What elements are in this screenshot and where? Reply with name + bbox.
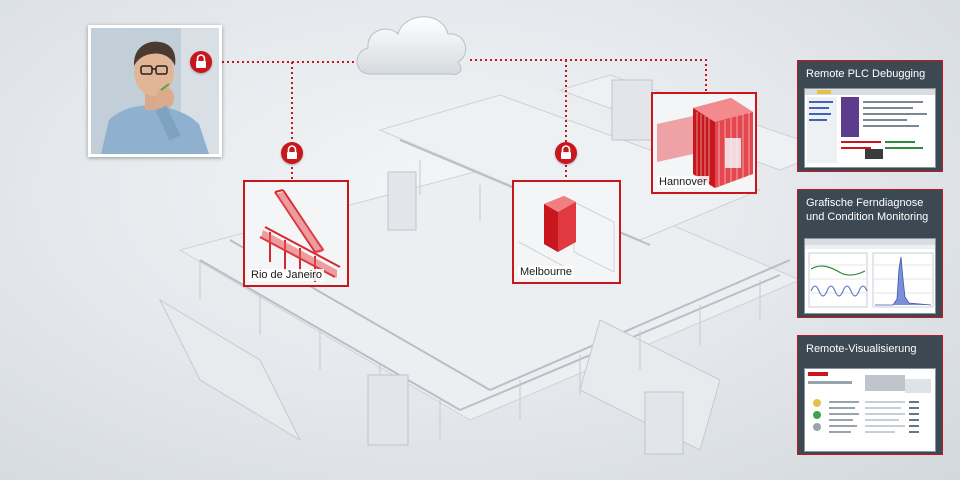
- lock-icon: [190, 51, 212, 73]
- location-label: Rio de Janeiro: [249, 269, 324, 281]
- machine-illustration: [514, 182, 619, 282]
- engineer-photo: [88, 25, 222, 157]
- condition-monitoring-screenshot: [804, 238, 936, 314]
- plc-debugger-screenshot: [804, 88, 936, 168]
- machine-illustration: [653, 94, 755, 192]
- visualization-screenshot: [804, 368, 936, 452]
- location-inset-rio-de-janeiro[interactable]: Rio de Janeiro: [243, 180, 349, 287]
- lock-icon: [281, 142, 303, 164]
- location-inset-hannover[interactable]: Hannover: [651, 92, 757, 194]
- location-label: Melbourne: [518, 266, 574, 278]
- location-label: Hannover: [657, 176, 709, 188]
- lock-icon: [555, 142, 577, 164]
- machine-illustration: [245, 182, 347, 285]
- panel-remote-plc-debugging[interactable]: Remote PLC Debugging: [797, 60, 943, 172]
- panel-graphic-remote-diagnosis[interactable]: Grafische Ferndiagnose und Condition Mon…: [797, 189, 943, 318]
- cloud-icon: [356, 16, 467, 75]
- panel-title: Grafische Ferndiagnose und Condition Mon…: [806, 197, 929, 223]
- panel-title: Remote-Visualisierung: [806, 343, 917, 355]
- panel-remote-visualization[interactable]: Remote-Visualisierung: [797, 335, 943, 455]
- location-inset-melbourne[interactable]: Melbourne: [512, 180, 621, 284]
- panel-title: Remote PLC Debugging: [806, 68, 926, 80]
